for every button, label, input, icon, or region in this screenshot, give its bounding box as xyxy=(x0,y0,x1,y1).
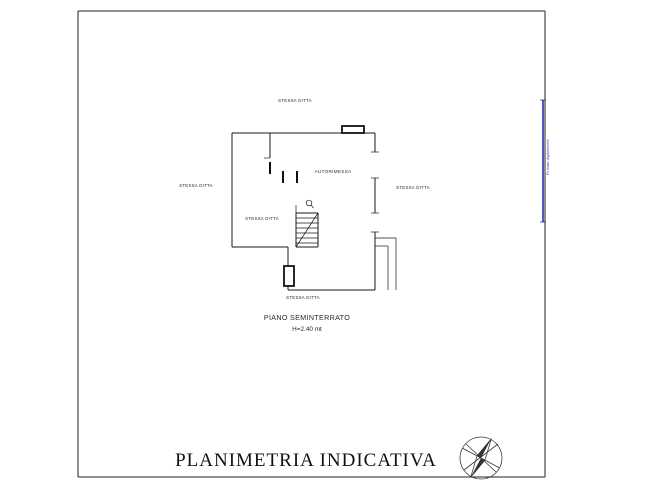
neighbor-label-top: STESSA DITTA xyxy=(278,98,312,103)
neighbor-label-left: STESSA DITTA xyxy=(179,183,213,188)
top-vent-rect xyxy=(341,125,365,134)
floor-plan-walls xyxy=(231,132,379,291)
height-caption: H=2.40 mt xyxy=(292,326,322,333)
room-label: AUTORIMESSA xyxy=(315,169,352,174)
neighbor-label-bottom: STESSA DITTA xyxy=(286,295,320,300)
compass-rose-icon xyxy=(459,436,503,480)
stamp-text: Firmato digitalmente xyxy=(546,139,550,175)
external-stair xyxy=(375,237,397,290)
neighbor-label-right: STESSA DITTA xyxy=(396,185,430,190)
digital-stamp: Firmato digitalmente xyxy=(540,99,550,223)
neighbor-label-inner: STESSA DITTA xyxy=(245,216,279,221)
page-frame xyxy=(77,10,546,478)
floor-caption: PIANO SEMINTERRATO xyxy=(264,313,350,322)
staircase xyxy=(295,212,319,248)
flue-rect xyxy=(283,265,295,287)
page-title: PLANIMETRIA INDICATIVA xyxy=(175,450,437,471)
door-symbol xyxy=(305,199,314,209)
